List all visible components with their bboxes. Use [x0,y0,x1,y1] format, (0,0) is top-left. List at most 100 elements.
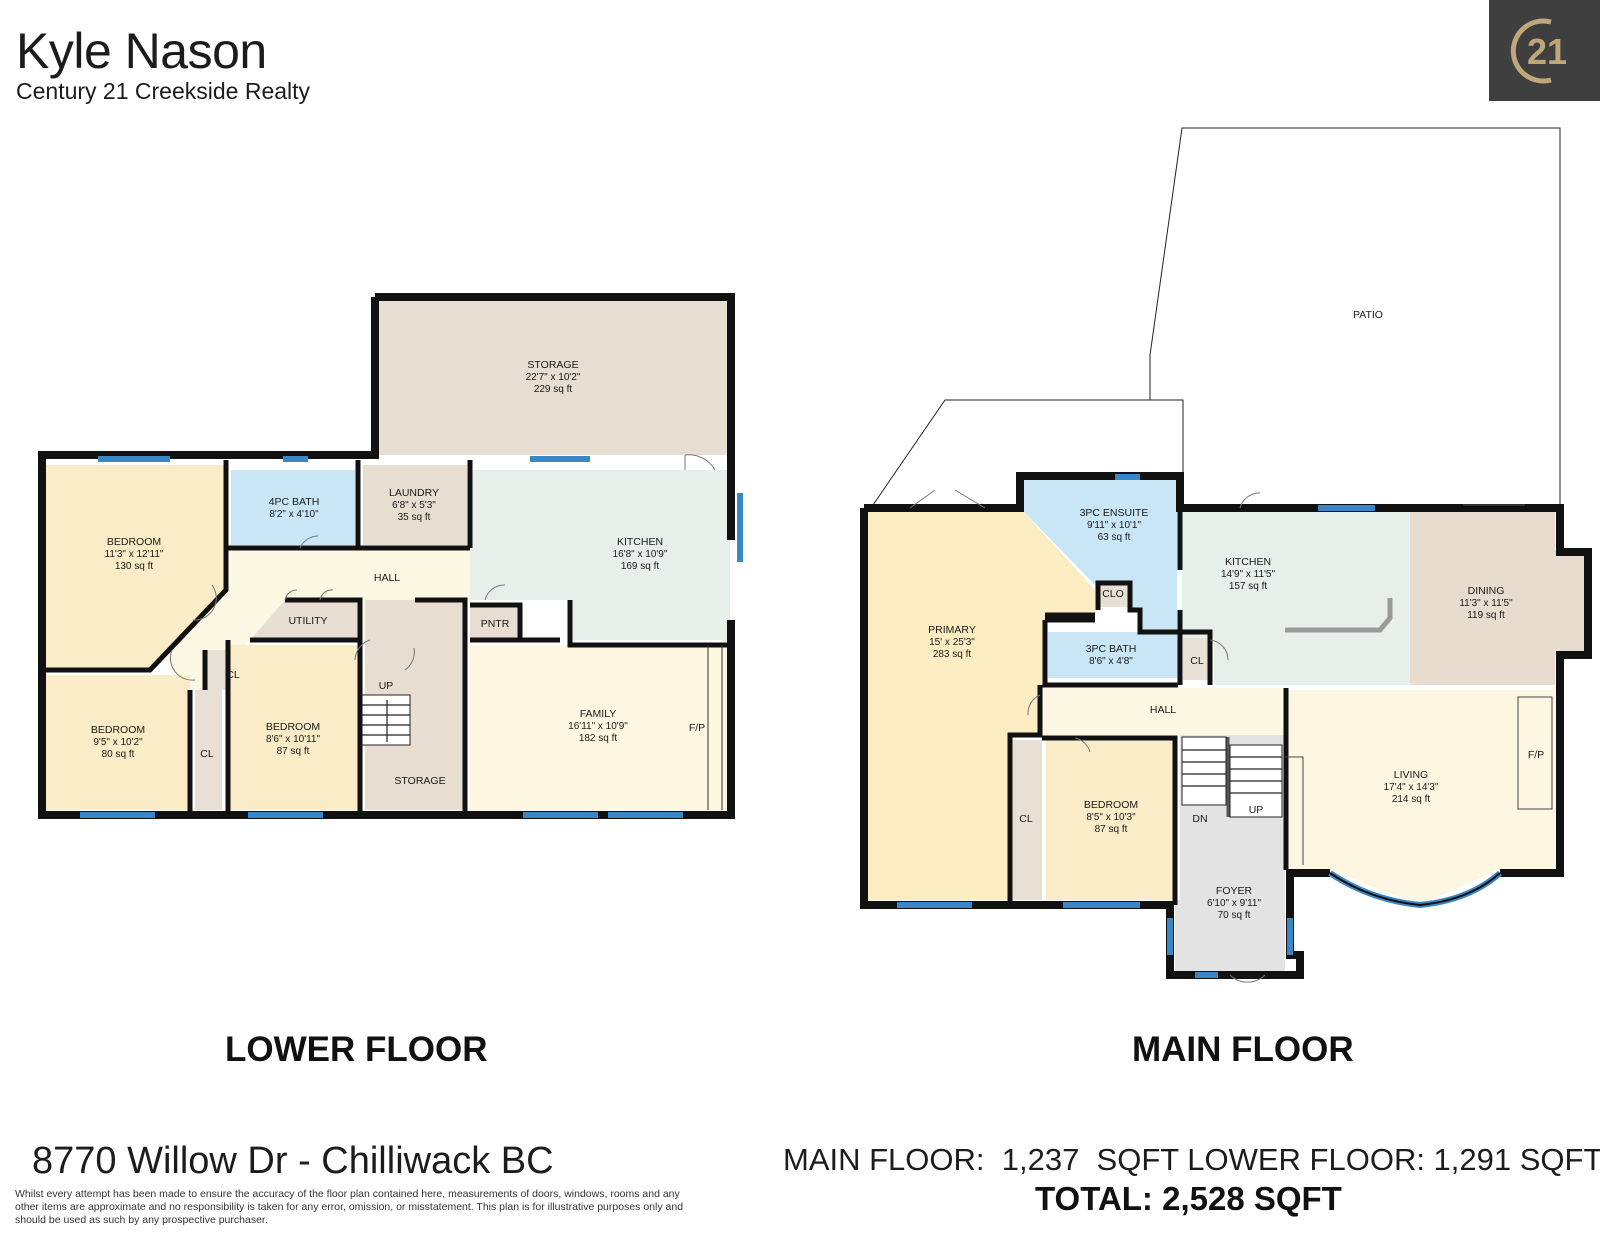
patio-outline [1149,127,1561,506]
patio-label: PATIO [1353,309,1383,321]
main-closet-cl2 [1012,740,1042,900]
lower-utility [250,600,360,640]
main-dining-name: DINING [1468,585,1505,597]
lower-bedroom2-area: 80 sq ft [102,749,135,760]
total-sqft: TOTAL: 2,528 SQFT [1035,1180,1342,1217]
main-stairs-up-label: UP [1249,804,1264,816]
main-living-name: LIVING [1394,769,1428,781]
lower-bedroom-3 [228,645,360,810]
lower-storage-name: STORAGE [527,359,578,371]
main-living-area: 214 sq ft [1392,794,1431,805]
agent-company: Century 21 Creekside Realty [16,78,311,104]
lower-pantry [470,605,520,640]
main-clo-label: CLO [1102,588,1124,600]
main-living [1288,690,1555,905]
main-hall-label: HALL [1150,704,1176,716]
lower-storage-room [375,297,731,455]
lower-laundry-dims: 6'8" x 5'3" [392,500,436,511]
main-closet-cl1 [1183,638,1210,680]
main-kitchen-area: 157 sq ft [1229,581,1268,592]
main-foyer-name: FOYER [1216,885,1253,897]
main-ensuite [1020,480,1177,638]
main-interior-walls [1007,476,1289,905]
main-primary-dims: 15' x 25'3" [929,637,975,648]
main-primary-area: 283 sq ft [933,649,972,660]
main-ensuite-area: 63 sq ft [1098,532,1131,543]
lower-storage-dims: 22'7" x 10'2" [526,372,581,383]
main-foyer-dims: 6'10" x 9'11" [1207,898,1262,909]
lower-interior-walls [42,460,730,815]
main-living-dims: 17'4" x 14'3" [1384,782,1439,793]
lower-bedroom-1 [46,465,226,670]
main-bedroom [1046,738,1175,900]
lower-bath-dims: 8'2" x 4'10" [269,509,319,520]
lower-bedroom1-name: BEDROOM [107,536,161,548]
main-bath-name: 3PC BATH [1086,643,1137,655]
lower-kitchen-name: KITCHEN [617,536,663,548]
main-bedroom-area: 87 sq ft [1095,824,1128,835]
main-ensuite-name: 3PC ENSUITE [1080,507,1149,519]
lower-storage-2 [365,600,465,810]
lower-family-name: FAMILY [580,708,617,720]
lower-bedroom3-area: 87 sq ft [277,746,310,757]
lower-bedroom3-name: BEDROOM [266,721,320,733]
lower-laundry-area: 35 sq ft [398,512,431,523]
lower-closet-label: CL [226,669,240,681]
disclaimer-text: Whilst every attempt has been made to en… [15,1188,684,1226]
lower-kitchen-area: 169 sq ft [621,561,660,572]
lower-kitchen-dims: 16'8" x 10'9" [613,549,668,560]
main-kitchen-name: KITCHEN [1225,556,1271,568]
lower-bedroom2-name: BEDROOM [91,724,145,736]
main-foyer-area: 70 sq ft [1218,910,1251,921]
lower-bedroom3-dims: 8'6" x 10'11" [266,734,321,745]
lower-family [470,645,730,810]
lower-utility-label: UTILITY [288,615,327,627]
lower-floor-title: LOWER FLOOR [225,1030,488,1069]
main-doors [909,489,1553,983]
lower-family-area: 182 sq ft [579,733,618,744]
main-fireplace-label: F/P [1528,749,1544,761]
lower-doors [169,454,723,810]
patio-outline-left [872,399,1183,506]
lower-bedroom2-dims: 9'5" x 10'2" [93,737,143,748]
main-primary-name: PRIMARY [928,624,976,636]
lower-exterior-walls [38,293,735,819]
lower-fireplace-label: F/P [689,722,705,734]
lower-bedroom1-dims: 11'3" x 12'11" [105,549,164,560]
main-bedroom-name: BEDROOM [1084,799,1138,811]
main-hall [1040,688,1285,735]
lower-4pc-bath [231,470,355,545]
property-address: 8770 Willow Dr - Chilliwack BC [32,1140,554,1182]
lower-bedroom1-area: 130 sq ft [115,561,154,572]
main-ensuite-dims: 9'11" x 10'1" [1087,520,1142,531]
lower-bath-name: 4PC BATH [269,496,320,508]
main-bath-dims: 8'6" x 4'8" [1089,656,1133,667]
main-stairs-down-label: DN [1192,813,1207,825]
main-dining-area: 119 sq ft [1467,610,1505,621]
lower-closet-label-2: CL [200,748,214,760]
main-dining [1410,508,1585,685]
lower-laundry-name: LAUNDRY [389,487,439,499]
main-primary-bedroom [864,508,1095,900]
lower-bedroom-2 [46,675,190,810]
lower-floor-plan: STORAGE 22'7" x 10'2" 229 sq ft BEDROOM … [38,293,743,819]
main-stairs [1181,736,1283,818]
lower-family-dims: 16'11" x 10'9" [568,721,628,732]
main-closet-label-2: CL [1019,813,1033,825]
lower-stairs [361,694,411,746]
lower-pantry-label: PNTR [481,618,510,630]
main-bedroom-dims: 8'5" x 10'3" [1086,812,1136,823]
lower-hall-label: HALL [374,572,400,584]
lower-stairs-up-label: UP [379,680,394,692]
lower-storage2-label: STORAGE [394,775,445,787]
main-bath [1048,632,1178,678]
main-dining-dims: 11'3" x 11'5" [1459,598,1513,609]
floor-sqft-summary: MAIN FLOOR: 1,237 SQFT LOWER FLOOR: 1,29… [783,1142,1600,1177]
main-kitchen [1182,510,1410,685]
main-closet-label: CL [1190,655,1204,667]
lower-laundry [363,465,467,545]
main-floor-title: MAIN FLOOR [1132,1030,1354,1069]
main-kitchen-dims: 14'9" x 11'5" [1221,569,1276,580]
century21-logo: 21 [1489,0,1600,101]
